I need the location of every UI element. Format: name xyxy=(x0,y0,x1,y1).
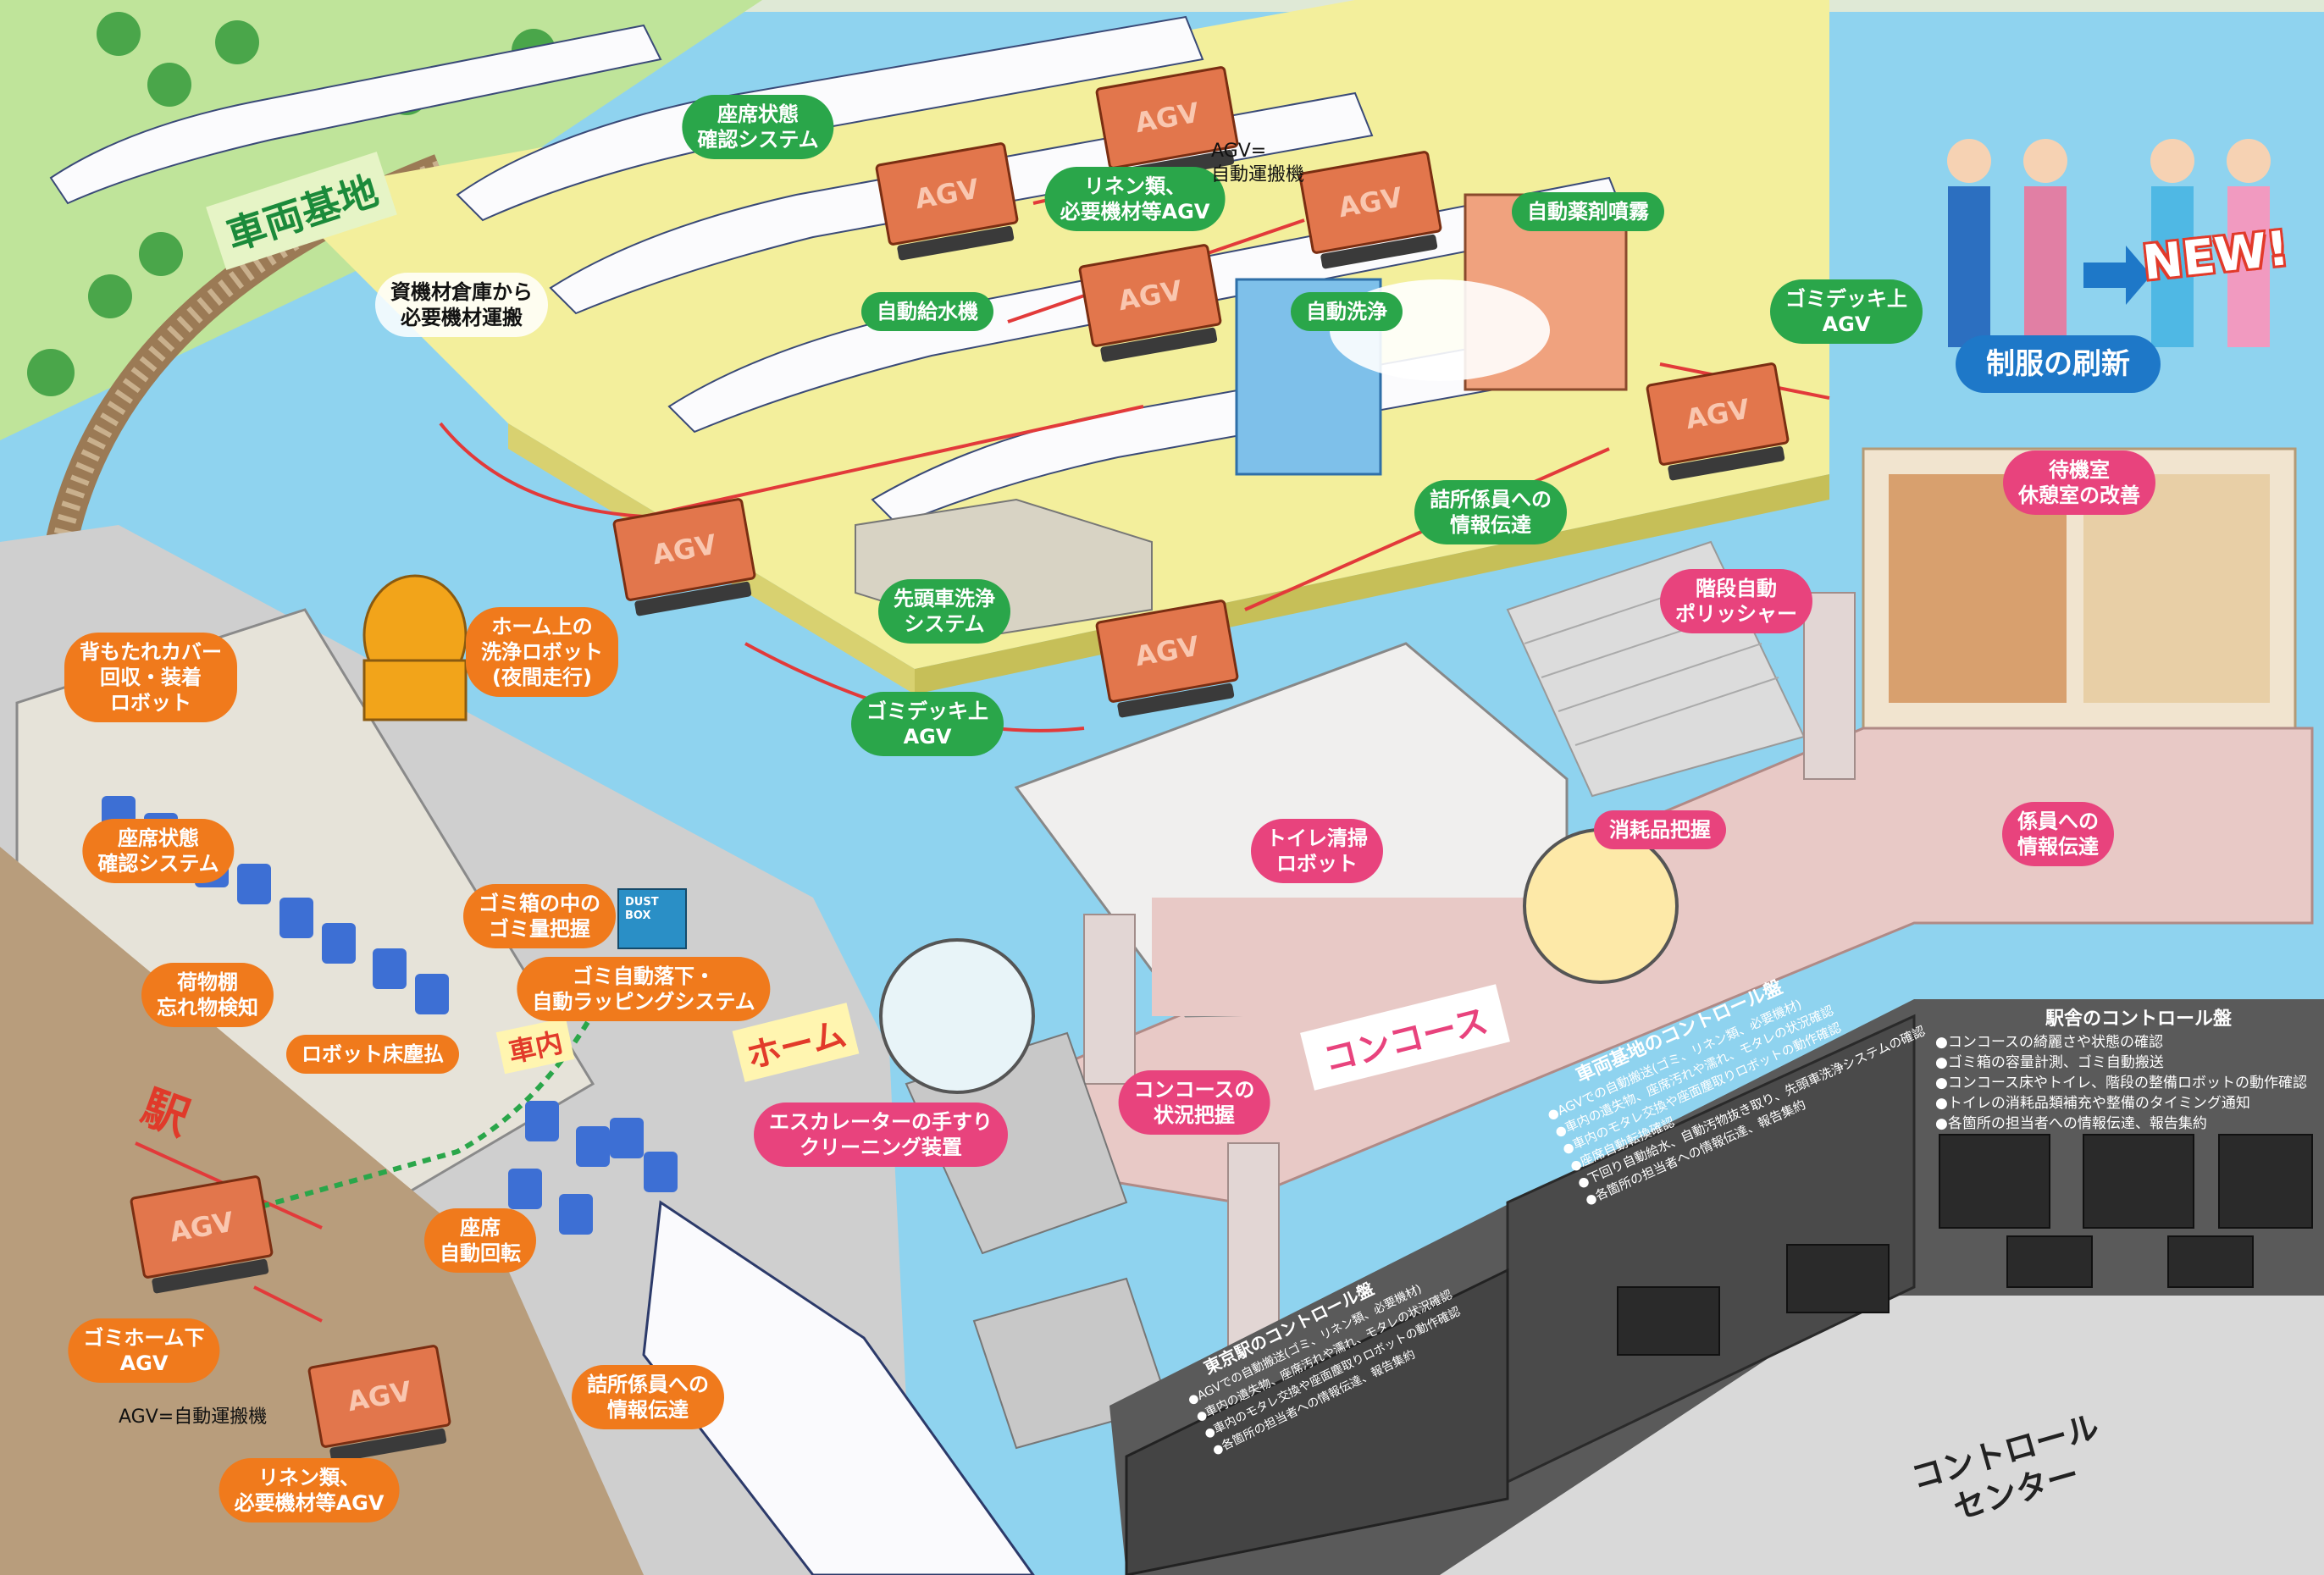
label-seat-status-yard: 座席状態 確認システム xyxy=(682,95,834,159)
label-seat-status-car: 座席状態 確認システム xyxy=(82,819,235,883)
label-warehouse: 資機材倉庫から 必要機材運搬 xyxy=(375,273,548,337)
label-seat-cover-robot: 背もたれカバー 回収・装着 ロボット xyxy=(64,633,237,722)
agv-definition-bottom: AGV=自動運搬機 xyxy=(119,1406,268,1428)
station-building-item: ●各箇所の担当者への情報伝達、報告集約 xyxy=(1935,1115,2207,1132)
agv-definition-top: AGV= 自動運搬機 xyxy=(1211,141,1305,185)
label-garbage-amount: ゴミ箱の中の ゴミ量把握 xyxy=(463,884,616,948)
label-uniform-renewal: 制服の刷新 xyxy=(1956,335,2161,393)
label-waiting-room: 待機室 休憩室の改善 xyxy=(2003,450,2155,515)
label-consumables: 消耗品把握 xyxy=(1594,810,1726,849)
label-garbage-platform-agv: ゴミホーム下 AGV xyxy=(68,1318,220,1383)
station-building-item: ●コンコース床やトイレ、階段の整備ロボットの動作確認 xyxy=(1935,1075,2307,1091)
escalator-zoom-circle xyxy=(879,938,1035,1094)
uniform-figures xyxy=(1947,139,2271,347)
label-staff-info-yard: 詰所係員への 情報伝達 xyxy=(1414,480,1567,544)
label-floor-robot: ロボット床塵払 xyxy=(286,1035,459,1074)
station-building-item: ●トイレの消耗品類補充や整備のタイミング通知 xyxy=(1935,1095,2250,1112)
control-room-floor xyxy=(1440,1296,2324,1575)
label-lead-car-wash: 先頭車洗浄 システム xyxy=(878,579,1010,644)
track-bed-left xyxy=(0,847,644,1575)
label-garbage-auto-drop: ゴミ自動落下・ 自動ラッピングシステム xyxy=(517,957,771,1021)
label-staff-info-platform: 詰所係員への 情報伝達 xyxy=(572,1365,724,1429)
label-garbage-deck-agv-bottom: ゴミデッキ上 AGV xyxy=(851,692,1004,756)
label-auto-water: 自動給水機 xyxy=(861,292,993,331)
platform-cleaning-robot xyxy=(362,574,468,721)
station-building-item: ●ゴミ箱の容量計測、ゴミ自動搬送 xyxy=(1935,1054,2164,1071)
label-linen-agv-top: リネン類、 必要機材等AGV xyxy=(1044,167,1226,231)
station-building-item: ●コンコースの綺麗さや状態の確認 xyxy=(1935,1034,2163,1051)
dust-box-label: DUST BOX xyxy=(625,896,659,922)
label-linen-agv-bottom: リネン類、 必要機材等AGV xyxy=(219,1458,400,1522)
label-stair-polisher: 階段自動 ポリッシャー xyxy=(1660,569,1812,633)
dust-box-graphic xyxy=(617,888,687,949)
label-toilet-robot: トイレ清掃 ロボット xyxy=(1251,819,1383,883)
label-auto-wash: 自動洗浄 xyxy=(1291,292,1403,331)
label-escalator-cleaner: エスカレーターの手すり クリーニング装置 xyxy=(754,1102,1008,1167)
label-garbage-deck-agv-right: ゴミデッキ上 AGV xyxy=(1770,279,1923,344)
shinkansen-platform-train xyxy=(642,1200,1035,1575)
label-luggage-rack: 荷物棚 忘れ物検知 xyxy=(141,963,274,1027)
tokyo-panel-wall xyxy=(1125,1268,1509,1575)
monitors xyxy=(1617,1134,2313,1356)
label-seat-rotate: 座席 自動回転 xyxy=(424,1208,536,1273)
label-concourse-status: コンコースの 状況把握 xyxy=(1118,1070,1270,1135)
label-staff-info-station: 係員への 情報伝達 xyxy=(2002,802,2114,866)
station-building-panel-title: 駅舎のコントロール盤 xyxy=(2045,1009,2233,1030)
label-auto-spray: 自動薬剤噴霧 xyxy=(1512,192,1664,231)
label-platform-cleaning-robot: ホーム上の 洗浄ロボット (夜間走行) xyxy=(466,607,618,697)
station-building-panel: 駅舎のコントロール盤 ●コンコースの綺麗さや状態の確認 ●ゴミ箱の容量計測、ゴミ… xyxy=(1918,1003,2316,1139)
consumables-zoom-circle xyxy=(1523,828,1679,984)
